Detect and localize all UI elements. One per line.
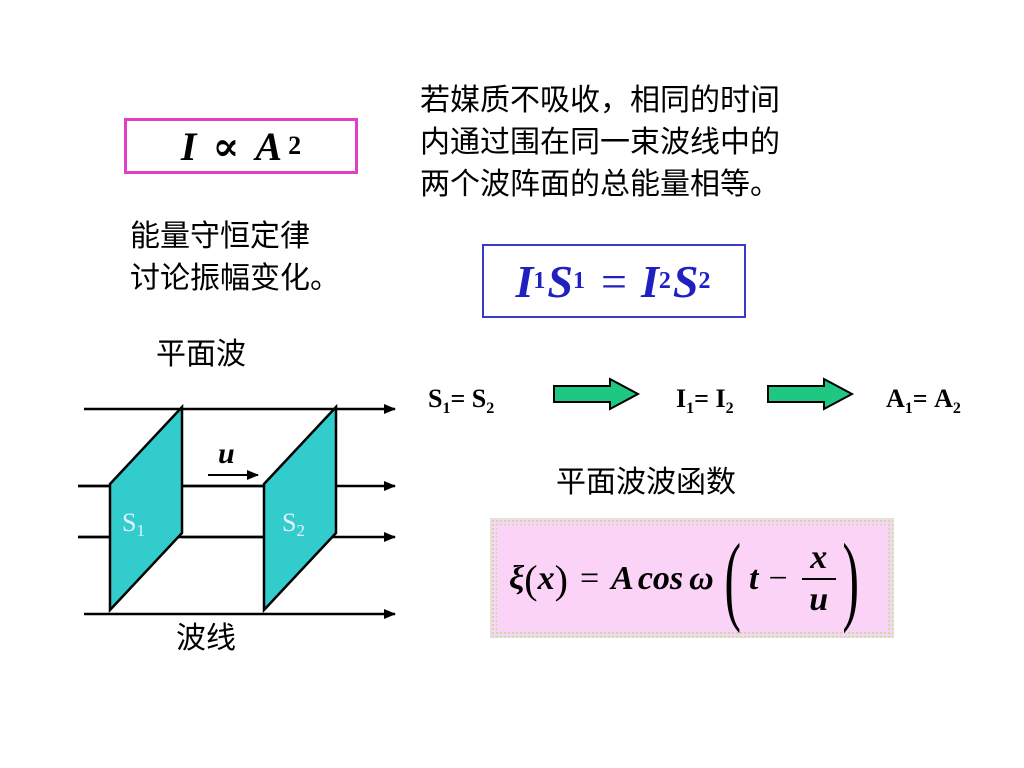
x-variable: x [537, 560, 555, 597]
velocity-label: u [218, 437, 235, 470]
plane-wave-label: 平面波 [156, 337, 246, 372]
energy-conservation-text: 能量守恒定律 讨论振幅变化。 [130, 216, 340, 300]
wave-line-label: 波线 [176, 621, 236, 656]
right-arrow-icon [553, 377, 641, 411]
wave-function-formula: ξ (x) = A cos ω ( t − x u ) [509, 523, 859, 634]
explanation-line: 两个波阵面的总能量相等。 [420, 167, 780, 202]
exponent: 2 [288, 131, 302, 160]
wave-function-panel: ξ (x) = A cos ω ( t − x u ) [497, 525, 887, 631]
conservation-line: 能量守恒定律 [130, 219, 310, 254]
wavefront-surface-s1 [108, 403, 184, 614]
plane-wave-diagram: u S1 S2 [78, 403, 396, 619]
explanation-line: 内通过围在同一束波线中的 [420, 125, 780, 160]
conservation-line: 讨论振幅变化。 [130, 261, 340, 296]
proportional-symbol: ∝ [212, 123, 246, 169]
intensity-1: I [515, 255, 534, 307]
wave-function-box: ξ (x) = A cos ω ( t − x u ) [490, 518, 894, 638]
numerator: x [810, 539, 828, 576]
t-variable: t [749, 560, 759, 597]
fraction: x u [801, 539, 836, 618]
surface-label-s2: S2 [282, 508, 305, 540]
relation-s: S1= S2 [428, 384, 495, 418]
intensity-symbol: I [180, 123, 203, 169]
amplitude-symbol: A [611, 560, 634, 597]
wave-function-label: 平面波波函数 [556, 465, 736, 500]
relation-i: I1= I2 [676, 384, 734, 418]
subscript: 2 [698, 267, 711, 294]
area-2: S [672, 255, 699, 307]
wavefront-surface-s2 [262, 403, 338, 614]
minus-sign: − [768, 560, 788, 597]
explanation-line: 若媒质不吸收，相同的时间 [420, 83, 780, 118]
denominator: u [809, 581, 829, 618]
relation-a: A1= A2 [886, 384, 961, 418]
equals-sign: = [579, 560, 600, 597]
proportionality-formula-box: I ∝ A 2 [124, 118, 358, 174]
amplitude-symbol: A [255, 123, 289, 169]
subscript: 1 [533, 267, 546, 294]
intensity-2: I [640, 255, 659, 307]
area-1: S [547, 255, 574, 307]
subscript: 2 [658, 267, 671, 294]
xi-symbol: ξ [509, 560, 525, 597]
subscript: 1 [573, 267, 586, 294]
equals-sign: = [601, 255, 627, 307]
surface-label-s1: S1 [122, 508, 145, 540]
right-arrow-icon [767, 377, 855, 411]
omega-symbol: ω [689, 560, 714, 597]
medium-explanation-text: 若媒质不吸收，相同的时间 内通过围在同一束波线中的 两个波阵面的总能量相等。 [420, 80, 780, 206]
cos-function: cos [637, 560, 684, 597]
